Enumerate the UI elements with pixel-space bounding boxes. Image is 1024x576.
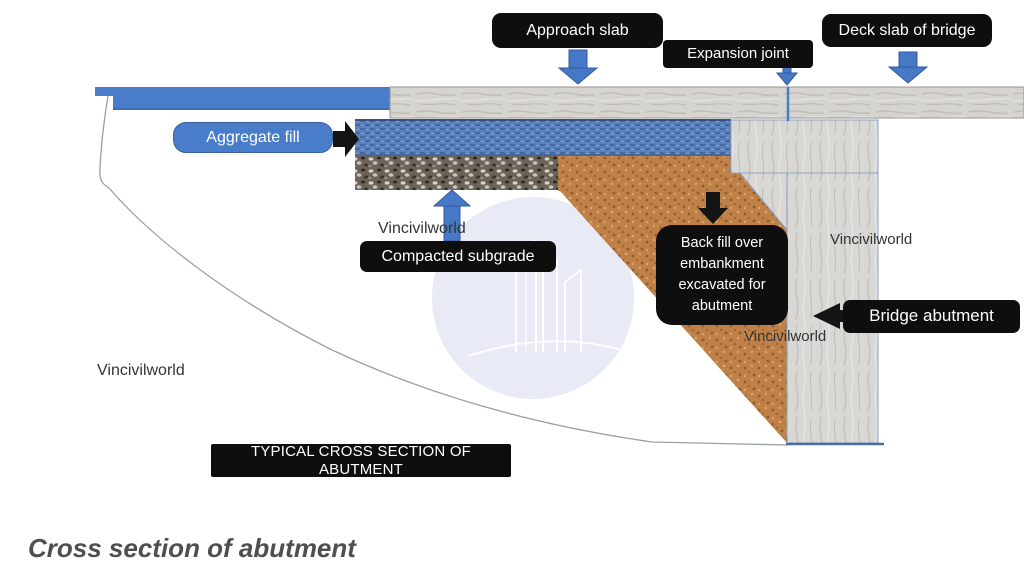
aggregate-fill-label: Aggregate fill <box>173 122 333 153</box>
page-caption: Cross section of abutment <box>28 533 356 563</box>
aggregate-fill-layer-shape <box>355 119 731 156</box>
deck-slab-label: Deck slab of bridge <box>822 14 992 47</box>
title-banner: TYPICAL CROSS SECTION OF ABUTMENT <box>211 443 511 478</box>
watermark-text: Vincivilworld <box>378 220 466 237</box>
deck-slab-down-arrow-icon <box>887 51 929 84</box>
aggregate-fill-right-arrow-icon <box>333 121 359 157</box>
bridge-abutment-label: Bridge abutment <box>843 300 1020 333</box>
compacted-subgrade-label: Compacted subgrade <box>360 241 556 272</box>
approach-pavement-shape <box>95 87 390 110</box>
watermark-text: Vincivilworld <box>744 328 827 345</box>
backfill-label: Back fill over embankment excavated for … <box>656 225 788 326</box>
watermark-text: Vincivilworld <box>97 362 185 379</box>
compacted-subgrade-layer-shape <box>355 156 558 190</box>
compacted-subgrade-up-arrow-icon <box>432 189 472 242</box>
backfill-down-arrow-icon <box>698 192 728 224</box>
deck-slab-shape <box>389 86 1024 119</box>
watermark-text: Vincivilworld <box>830 231 913 248</box>
ground-line <box>99 95 788 446</box>
expansion-joint-label: Expansion joint <box>663 40 813 68</box>
approach-slab-down-arrow-icon <box>557 49 599 85</box>
approach-slab-label: Approach slab <box>492 13 663 48</box>
